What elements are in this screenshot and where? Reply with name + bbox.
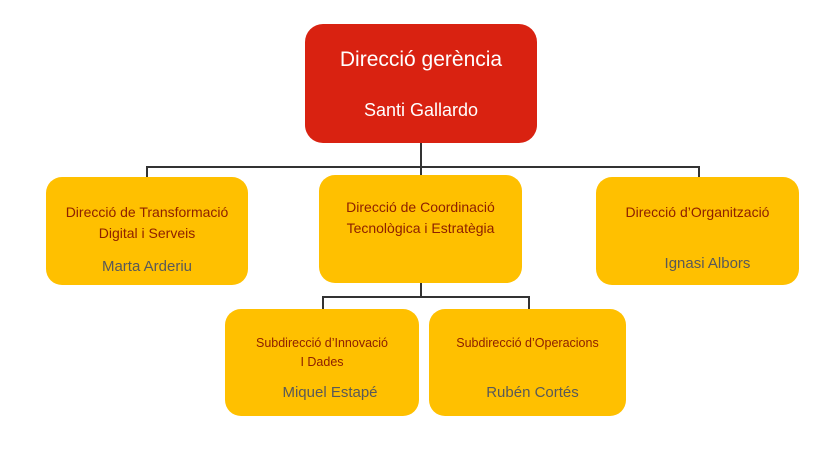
connector-horizontal-level1: [146, 166, 699, 168]
connector-sub2-down: [528, 296, 530, 309]
title-line: Direcció de Transformació: [65, 204, 229, 220]
title-line: Digital i Serveis: [98, 225, 196, 241]
title-line: Subdirecció d’Innovació: [255, 336, 389, 350]
node-transformacio-digital: Direcció de Transformació Digital i Serv…: [46, 177, 248, 285]
title-line: Tecnològica i Estratègia: [346, 220, 495, 236]
node-operacions: Subdirecció d’Operacions Rubén Cortés: [429, 309, 626, 416]
node-title: Subdirecció d’Operacions: [429, 334, 626, 353]
node-title: Direcció d’Organització: [596, 202, 799, 223]
connector-right-down: [698, 166, 700, 177]
node-name: Miquel Estapé: [282, 384, 378, 401]
node-name: Rubén Cortés: [486, 384, 579, 401]
connector-center-down: [420, 283, 422, 297]
connector-sub1-down: [322, 296, 324, 309]
title-line: I Dades: [300, 355, 344, 369]
node-name: Marta Arderiu: [101, 258, 193, 275]
connector-root-down: [420, 143, 422, 175]
node-title: Direcció de Transformació Digital i Serv…: [46, 202, 248, 244]
node-title: Subdirecció d’Innovació I Dades: [225, 334, 419, 372]
node-coordinacio-tecnologica: Direcció de Coordinació Tecnològica i Es…: [319, 175, 522, 283]
node-organitzacio: Direcció d’Organització Ignasi Albors: [596, 177, 799, 285]
title-line: Subdirecció d’Operacions: [456, 336, 599, 350]
node-title: Direcció de Coordinació Tecnològica i Es…: [319, 197, 522, 239]
node-innovacio-dades: Subdirecció d’Innovació I Dades Miquel E…: [225, 309, 419, 416]
connector-horizontal-level2: [322, 296, 529, 298]
title-line: Direcció de Coordinació: [346, 199, 495, 215]
connector-left-down: [146, 166, 148, 177]
root-title: Direcció gerència: [339, 48, 503, 71]
node-name: Ignasi Albors: [664, 255, 751, 272]
root-node: Direcció gerència Santi Gallardo: [305, 24, 537, 143]
root-name: Santi Gallardo: [363, 100, 479, 120]
title-line: Direcció d’Organització: [625, 204, 770, 220]
